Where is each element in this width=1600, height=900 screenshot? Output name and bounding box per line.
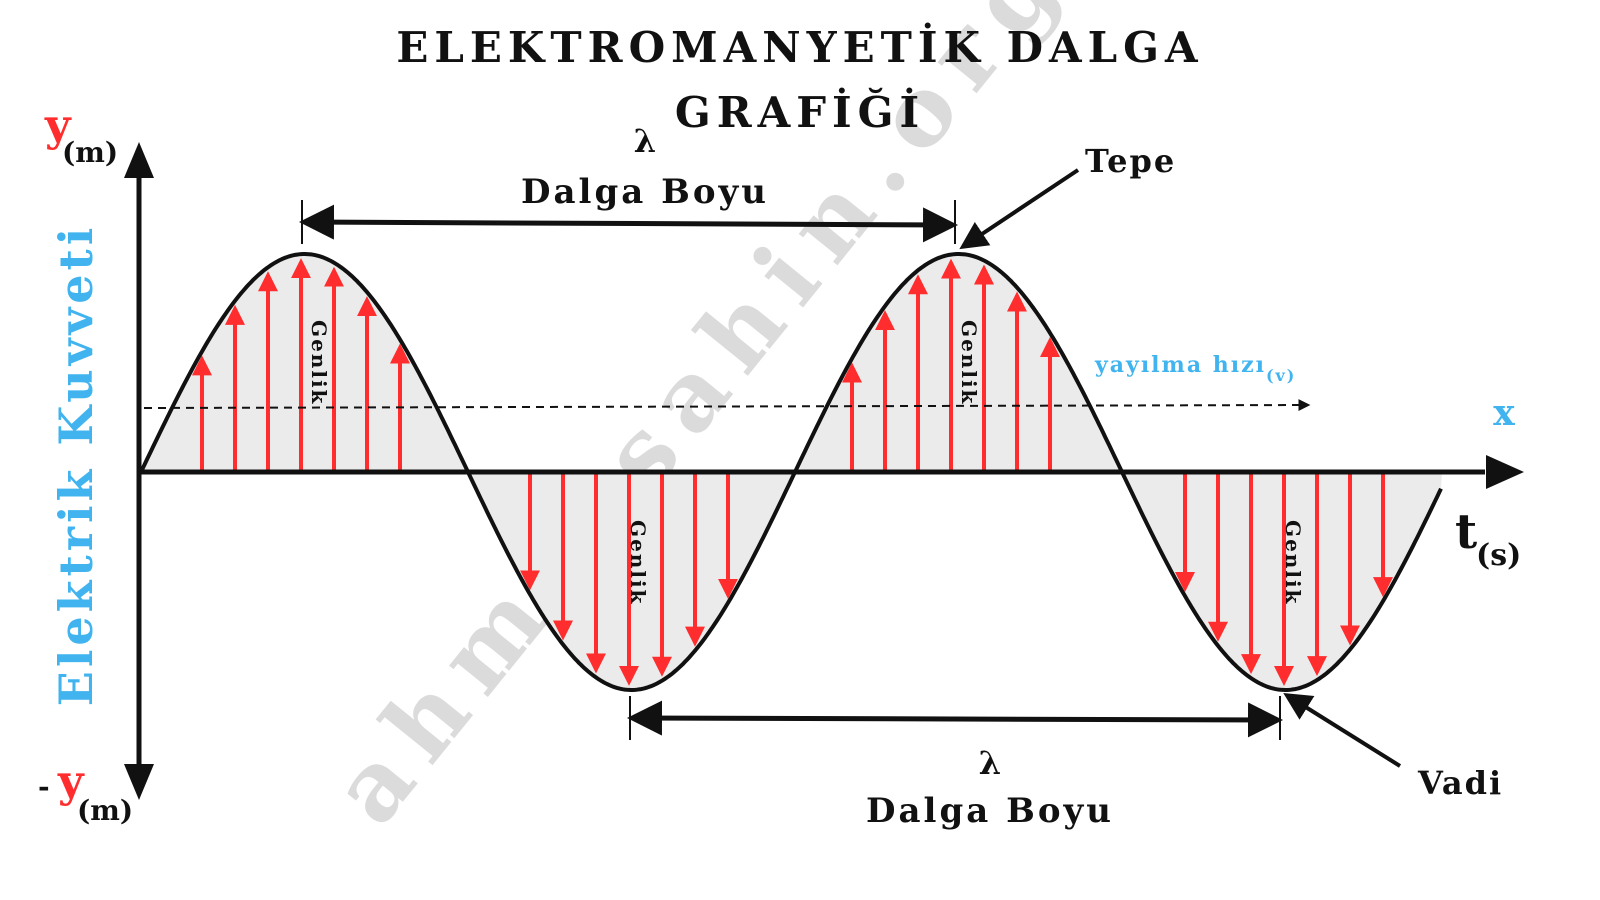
amplitude-label-crest-2: Genlik	[957, 320, 981, 405]
wavelength-bottom-symbol: λ	[979, 744, 1001, 782]
t-unit: (s)	[1476, 538, 1521, 573]
amplitude-label-trough-1: Genlik	[626, 520, 650, 605]
wavelength-top-arrow	[299, 204, 958, 243]
speed-text: yayılma hızı	[1094, 352, 1266, 378]
t-symbol: t	[1455, 504, 1477, 560]
amplitude-label-crest-1: Genlik	[307, 320, 331, 405]
crest-label: Tepe	[1085, 142, 1176, 180]
wave-curve	[139, 252, 1443, 692]
title-line-1: ELEKTROMANYETİK DALGA	[396, 21, 1203, 72]
y-bottom-symbol: y	[57, 756, 85, 807]
y-bottom-minus: -	[38, 770, 50, 803]
y-axis-bottom-arrowhead	[124, 764, 154, 800]
y-top-symbol: y	[44, 100, 72, 151]
propagation-line	[143, 399, 1311, 412]
trough-label: Vadi	[1417, 764, 1503, 802]
y-top-unit: (m)	[62, 136, 118, 169]
wavelength-top-label: Dalga Boyu	[521, 172, 769, 212]
amplitude-label-trough-2: Genlik	[1281, 520, 1305, 605]
y-axis-label: Elektrik Kuvveti	[49, 224, 103, 706]
crest-pointer	[959, 168, 1080, 250]
field-arrows	[192, 258, 1393, 686]
wavelength-bottom-arrow	[627, 700, 1283, 738]
wavelength-bottom-label: Dalga Boyu	[866, 791, 1114, 831]
t-axis-arrowhead	[1486, 455, 1524, 489]
speed-label: yayılma hızı(v)	[1094, 352, 1296, 385]
y-bottom-unit: (m)	[77, 794, 133, 827]
x-label: x	[1493, 392, 1515, 434]
title-line-2: GRAFİĞİ	[675, 86, 925, 137]
wavelength-top-symbol: λ	[634, 122, 656, 160]
speed-subscript: (v)	[1266, 366, 1296, 385]
trough-pointer	[1283, 693, 1402, 768]
y-axis-top-arrowhead	[124, 142, 154, 178]
